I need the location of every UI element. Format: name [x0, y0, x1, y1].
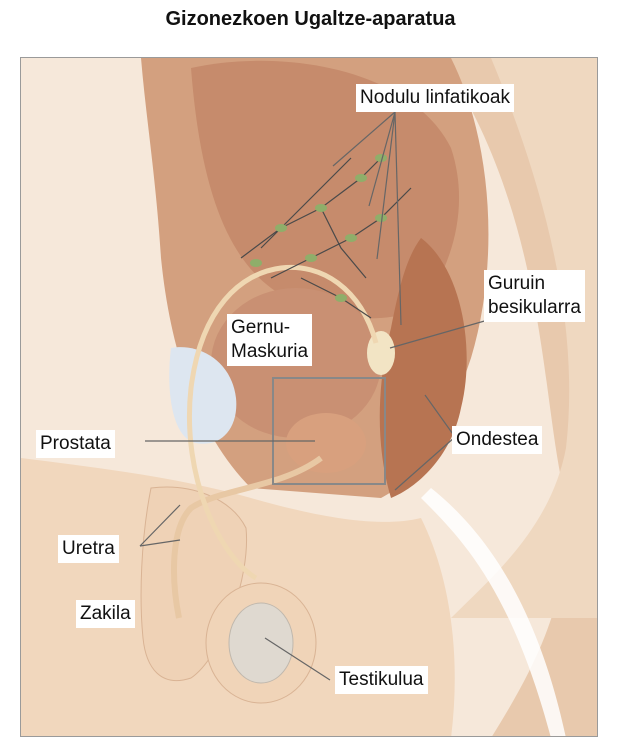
seminal-vesicle	[367, 331, 395, 375]
diagram-title: Gizonezkoen Ugaltze-aparatua	[0, 8, 621, 31]
label-nodulu-linfatikoak: Nodulu linfatikoak	[356, 84, 514, 112]
testicle	[229, 603, 293, 683]
label-gernu-line2: Maskuria	[231, 340, 308, 364]
label-gernu-maskuria: Gernu- Maskuria	[227, 314, 312, 366]
label-zakila: Zakila	[76, 600, 135, 628]
label-gernu-line1: Gernu-	[231, 316, 308, 340]
label-guruin-besikularra: Guruin besikularra	[484, 270, 585, 322]
prostate	[286, 413, 366, 473]
anatomy-illustration	[21, 58, 598, 737]
anatomy-illustration-frame	[20, 57, 598, 737]
label-testikulua: Testikulua	[335, 666, 428, 694]
label-prostata: Prostata	[36, 430, 115, 458]
label-uretra: Uretra	[58, 535, 119, 563]
label-guruin-line1: Guruin	[488, 272, 581, 296]
label-ondestea: Ondestea	[452, 426, 542, 454]
label-guruin-line2: besikularra	[488, 296, 581, 320]
